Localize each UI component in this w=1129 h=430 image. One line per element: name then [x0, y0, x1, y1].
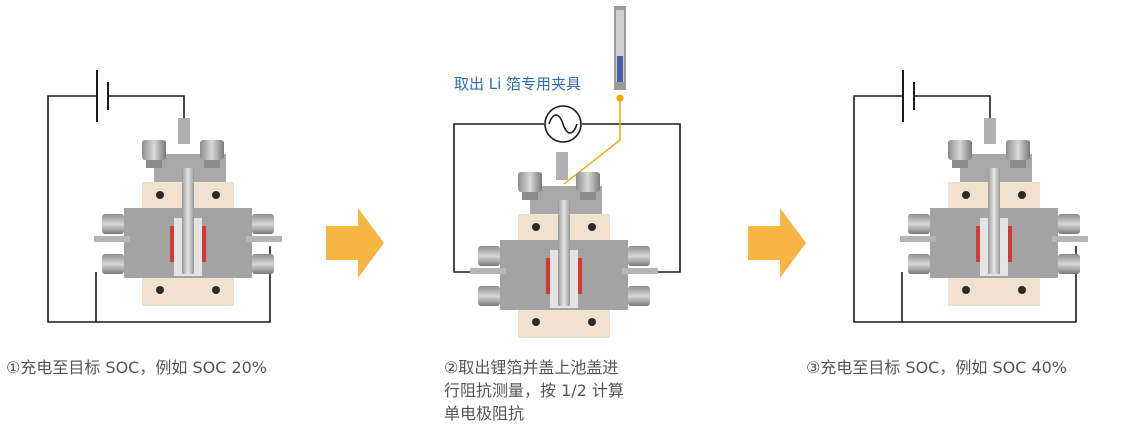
caption-line: ③充电至目标 SOC，例如 SOC 40%	[806, 358, 1068, 377]
cell-diagram-3	[900, 140, 1088, 306]
battery-symbol	[96, 70, 109, 122]
cell-diagram-2	[470, 172, 658, 338]
terminal-rod-top	[556, 152, 568, 180]
tool-label: 取出 Li 箔专用夹具	[454, 75, 582, 93]
terminal-rod-top	[178, 118, 190, 144]
battery-symbol	[902, 70, 915, 122]
caption-line: 行阻抗测量，按 1/2 计算	[444, 381, 624, 400]
li-foil-tool	[614, 6, 626, 90]
ac-source-symbol	[544, 105, 582, 143]
caption-line: ①充电至目标 SOC，例如 SOC 20%	[6, 358, 268, 377]
panel-2	[453, 6, 681, 338]
arrow-right-icon	[326, 208, 384, 278]
step-1-caption: ①充电至目标 SOC，例如 SOC 20%	[6, 356, 267, 379]
tool-pointer-line	[563, 94, 624, 185]
caption-line: 单电极阻抗	[444, 404, 525, 423]
panel-3	[853, 70, 1088, 323]
step-2-caption: ②取出锂箔并盖上池盖进 行阻抗测量，按 1/2 计算 单电极阻抗	[444, 356, 624, 425]
cell-diagram-1	[94, 140, 282, 306]
arrow-right-icon	[748, 208, 806, 278]
caption-line: ②取出锂箔并盖上池盖进	[444, 358, 619, 377]
step-3-caption: ③充电至目标 SOC，例如 SOC 40%	[806, 356, 1067, 379]
panel-1	[47, 70, 282, 323]
terminal-rod-top	[984, 118, 996, 144]
